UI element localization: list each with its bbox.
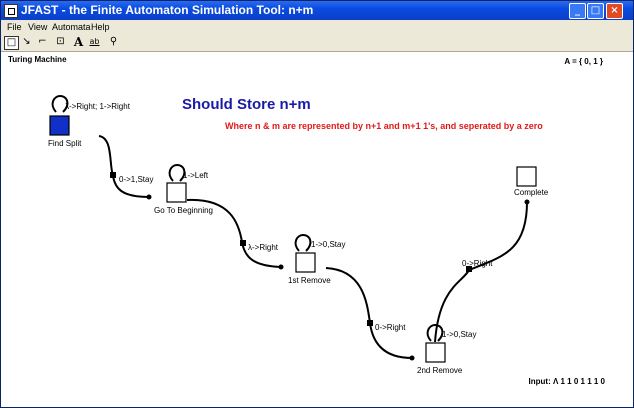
- title-bar[interactable]: JFAST - the Finite Automaton Simulation …: [1, 1, 633, 20]
- minimize-button[interactable]: _: [569, 3, 586, 19]
- state-find-split[interactable]: [49, 115, 70, 136]
- transition-handle[interactable]: [110, 172, 116, 178]
- state-label-find-split: Find Split: [48, 139, 82, 148]
- comment-tool-icon[interactable]: ⌐: [38, 36, 47, 47]
- state-first-remove[interactable]: [295, 252, 316, 273]
- transition-end-point: [278, 264, 284, 270]
- close-button[interactable]: ×: [606, 3, 623, 19]
- state-complete[interactable]: [516, 166, 537, 187]
- transition-handle[interactable]: [367, 320, 373, 326]
- run-tool-icon[interactable]: ⚲: [109, 36, 118, 47]
- transition-first-to-second[interactable]: [325, 267, 413, 359]
- self-loop-find-split[interactable]: [51, 94, 69, 113]
- zoom-tool-icon[interactable]: ⊡: [56, 36, 65, 47]
- menu-help[interactable]: Help: [91, 22, 110, 32]
- menu-bar: File View Automata Help: [1, 20, 633, 34]
- menu-automata[interactable]: Automata: [52, 22, 91, 32]
- canvas-subheading: Where n & m are represented by n+1 and m…: [225, 121, 543, 131]
- loop-label-go-to-beginning: 1->Left: [183, 171, 209, 180]
- state-second-remove[interactable]: [425, 342, 446, 363]
- transition-end-point: [524, 199, 530, 205]
- automaton-canvas[interactable]: Turing Machine A = { 0, 1 } Should Store…: [1, 52, 633, 407]
- maximize-button[interactable]: □: [587, 3, 604, 19]
- menu-view[interactable]: View: [28, 22, 48, 32]
- machine-type-label: Turing Machine: [8, 55, 67, 64]
- alphabet-label: A = { 0, 1 }: [564, 57, 603, 66]
- state-go-to-beginning[interactable]: [166, 182, 187, 203]
- transition-tool-icon[interactable]: ↘: [22, 36, 31, 47]
- transition-end-point: [409, 355, 415, 361]
- self-loop-first-remove[interactable]: [294, 233, 312, 252]
- app-icon[interactable]: [4, 4, 18, 18]
- state-label-complete: Complete: [514, 188, 549, 197]
- select-tool-icon[interactable]: □: [4, 36, 19, 50]
- loop-label-find-split: λ->Right; 1->Right: [65, 102, 130, 111]
- label-tool-icon[interactable]: ab: [89, 37, 100, 46]
- transition-handle[interactable]: [466, 266, 472, 272]
- input-string: Input: Λ 1 1 0 1 1 1 0: [528, 377, 605, 386]
- self-loop-go-to-beginning[interactable]: [168, 163, 186, 182]
- toolbar: □ ↘ ⌐ ⊡ A ab ⚲: [1, 34, 633, 52]
- transition-second-to-complete[interactable]: [434, 201, 528, 343]
- transition-find-to-go[interactable]: [98, 135, 150, 198]
- transition-label: λ->Right: [248, 243, 279, 252]
- transition-handle[interactable]: [240, 240, 246, 246]
- loop-label-second-remove: 1->0,Stay: [442, 330, 477, 339]
- canvas-heading: Should Store n+m: [182, 96, 311, 113]
- self-loop-second-remove[interactable]: [426, 323, 444, 342]
- transition-label: 0->Right: [375, 323, 406, 332]
- menu-file[interactable]: File: [7, 22, 22, 32]
- transition-label: 0->Right: [462, 259, 493, 268]
- window-title: JFAST - the Finite Automaton Simulation …: [21, 3, 314, 17]
- state-label-go-to-beginning: Go To Beginning: [154, 206, 214, 215]
- diagram-svg: [49, 94, 537, 363]
- state-label-first-remove: 1st Remove: [288, 276, 331, 285]
- transition-label: 0->1,Stay: [119, 175, 154, 184]
- state-label-second-remove: 2nd Remove: [417, 366, 463, 375]
- transition-end-point: [146, 194, 152, 200]
- text-tool-icon[interactable]: A: [73, 35, 84, 49]
- loop-label-first-remove: 1->0,Stay: [311, 240, 346, 249]
